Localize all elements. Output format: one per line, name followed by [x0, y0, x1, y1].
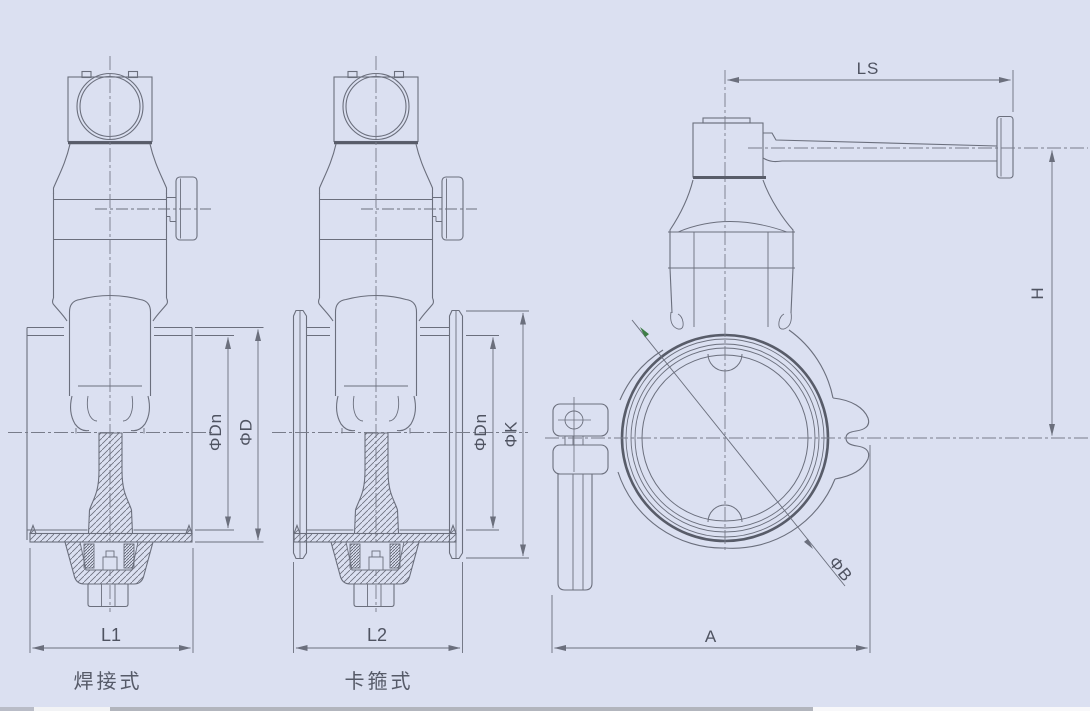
clamp-ferrule-left [292, 309, 308, 560]
bottom-edge-segment [813, 707, 1090, 711]
d-extension-lines [195, 327, 264, 543]
hinge-bracket-upper [552, 403, 609, 437]
clamp-dimensions [293, 310, 529, 653]
dim-label-h: H [1028, 286, 1047, 299]
dim-label-welded-outer: ΦD [237, 418, 256, 446]
clamp-ferrule-right [448, 309, 464, 560]
bottom-edge-segment [110, 707, 813, 711]
dim-label-ls: LS [857, 59, 880, 78]
neck-right [762, 179, 794, 232]
body-top-left [669, 267, 673, 314]
neck-left [669, 179, 694, 232]
disc-plate-section [293, 532, 457, 543]
pipe-weld-ends [26, 327, 193, 540]
caption-clamp: 卡箍式 [345, 670, 414, 693]
handle-arm-bottom [762, 157, 997, 163]
neck-inner-sides [693, 232, 769, 327]
dn-extension-lines [466, 335, 499, 531]
dim-label-clamp-outer: ΦK [502, 421, 521, 448]
body-outline-top-right [788, 329, 834, 399]
hinge-tabs [564, 436, 584, 445]
shoulder-dome [677, 221, 788, 233]
bottom-edge-segment [34, 707, 110, 711]
disc-diameter-line [631, 319, 846, 587]
a-extension-lines [551, 445, 871, 653]
disc-diameter-arrow-green [640, 327, 649, 338]
bottom-edge [0, 707, 1090, 711]
dim-label-welded-bore: ΦDn [206, 413, 225, 451]
clamp-bolt-bar [557, 474, 593, 591]
l1-extension-lines [29, 548, 194, 653]
dim-label-l1: L1 [101, 625, 121, 645]
caption-welded: 焊接式 [74, 670, 143, 693]
welded-view: ΦDn ΦD L1 焊接式 [8, 54, 264, 693]
front-dimensions [551, 70, 1055, 653]
dim-label-l2: L2 [367, 625, 387, 645]
disc-diameter-arrow [804, 538, 813, 549]
body-top-right [790, 267, 794, 314]
body-outline-bottom-right [724, 478, 836, 549]
stem-boss-bottom [707, 504, 743, 523]
ear-left [670, 311, 684, 330]
dim-label-a: A [705, 627, 717, 646]
dim-label-clamp-bore: ΦDn [471, 413, 490, 451]
l2-extension-lines [293, 562, 463, 653]
handle-arm-top [763, 132, 998, 147]
disc-plate-lips [293, 523, 457, 535]
welded-dimensions [29, 327, 264, 653]
bottom-edge-segment [0, 707, 34, 711]
body-outline-bottom-left [617, 471, 726, 549]
hinge-bracket-lower [552, 444, 609, 475]
k-extension-lines [466, 310, 529, 559]
clamp-bolt-bar-edges [572, 474, 584, 590]
dn-extension-lines [195, 335, 234, 531]
ear-right [778, 311, 792, 330]
disc-plate-section [29, 532, 193, 543]
handle-grip [996, 115, 1014, 179]
neck-outer-sides [669, 232, 794, 268]
disc-plate-lips [29, 523, 193, 535]
clamp-view: ΦDn ΦK L2 卡箍式 [272, 54, 529, 693]
